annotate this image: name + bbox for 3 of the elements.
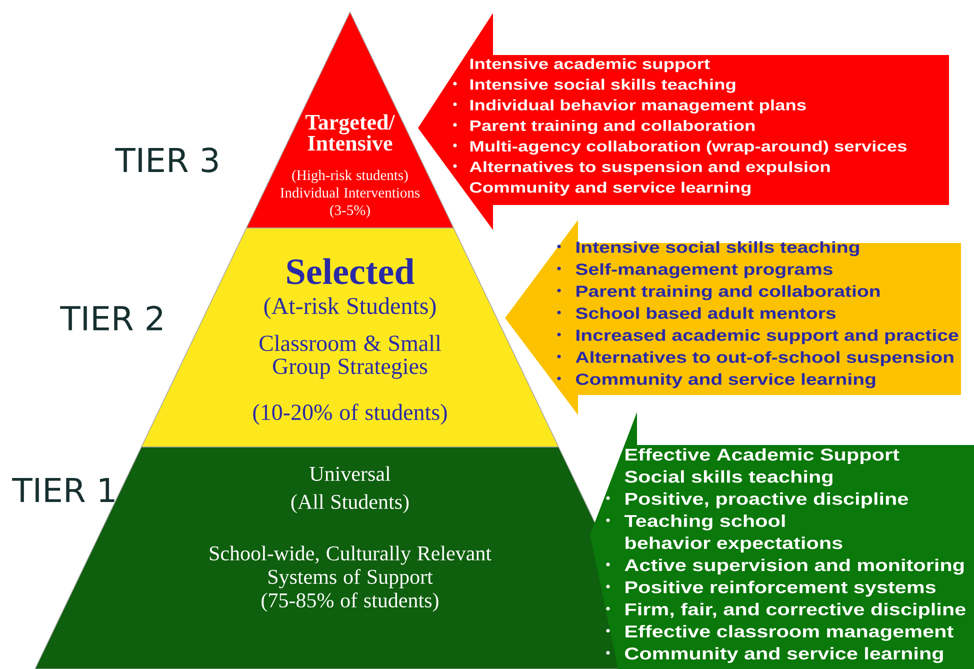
tier-label: TIER 3 [115,148,218,172]
arrow-box: Effective Academic Support Social skills teaching Positive, proactive discipline Teaching school behavior expectations Active supervision and monitoring Positive reinforcement systems Firm, fair, and corrective discipline Effective classroom management Community and service learning [590,412,974,669]
arrow-box: Intensive social skills teaching Self-management programs Parent training and collaboration School based adult mentors Increased academic support and practice Alternatives to out-of-school suspension Community and service learning [505,220,962,415]
